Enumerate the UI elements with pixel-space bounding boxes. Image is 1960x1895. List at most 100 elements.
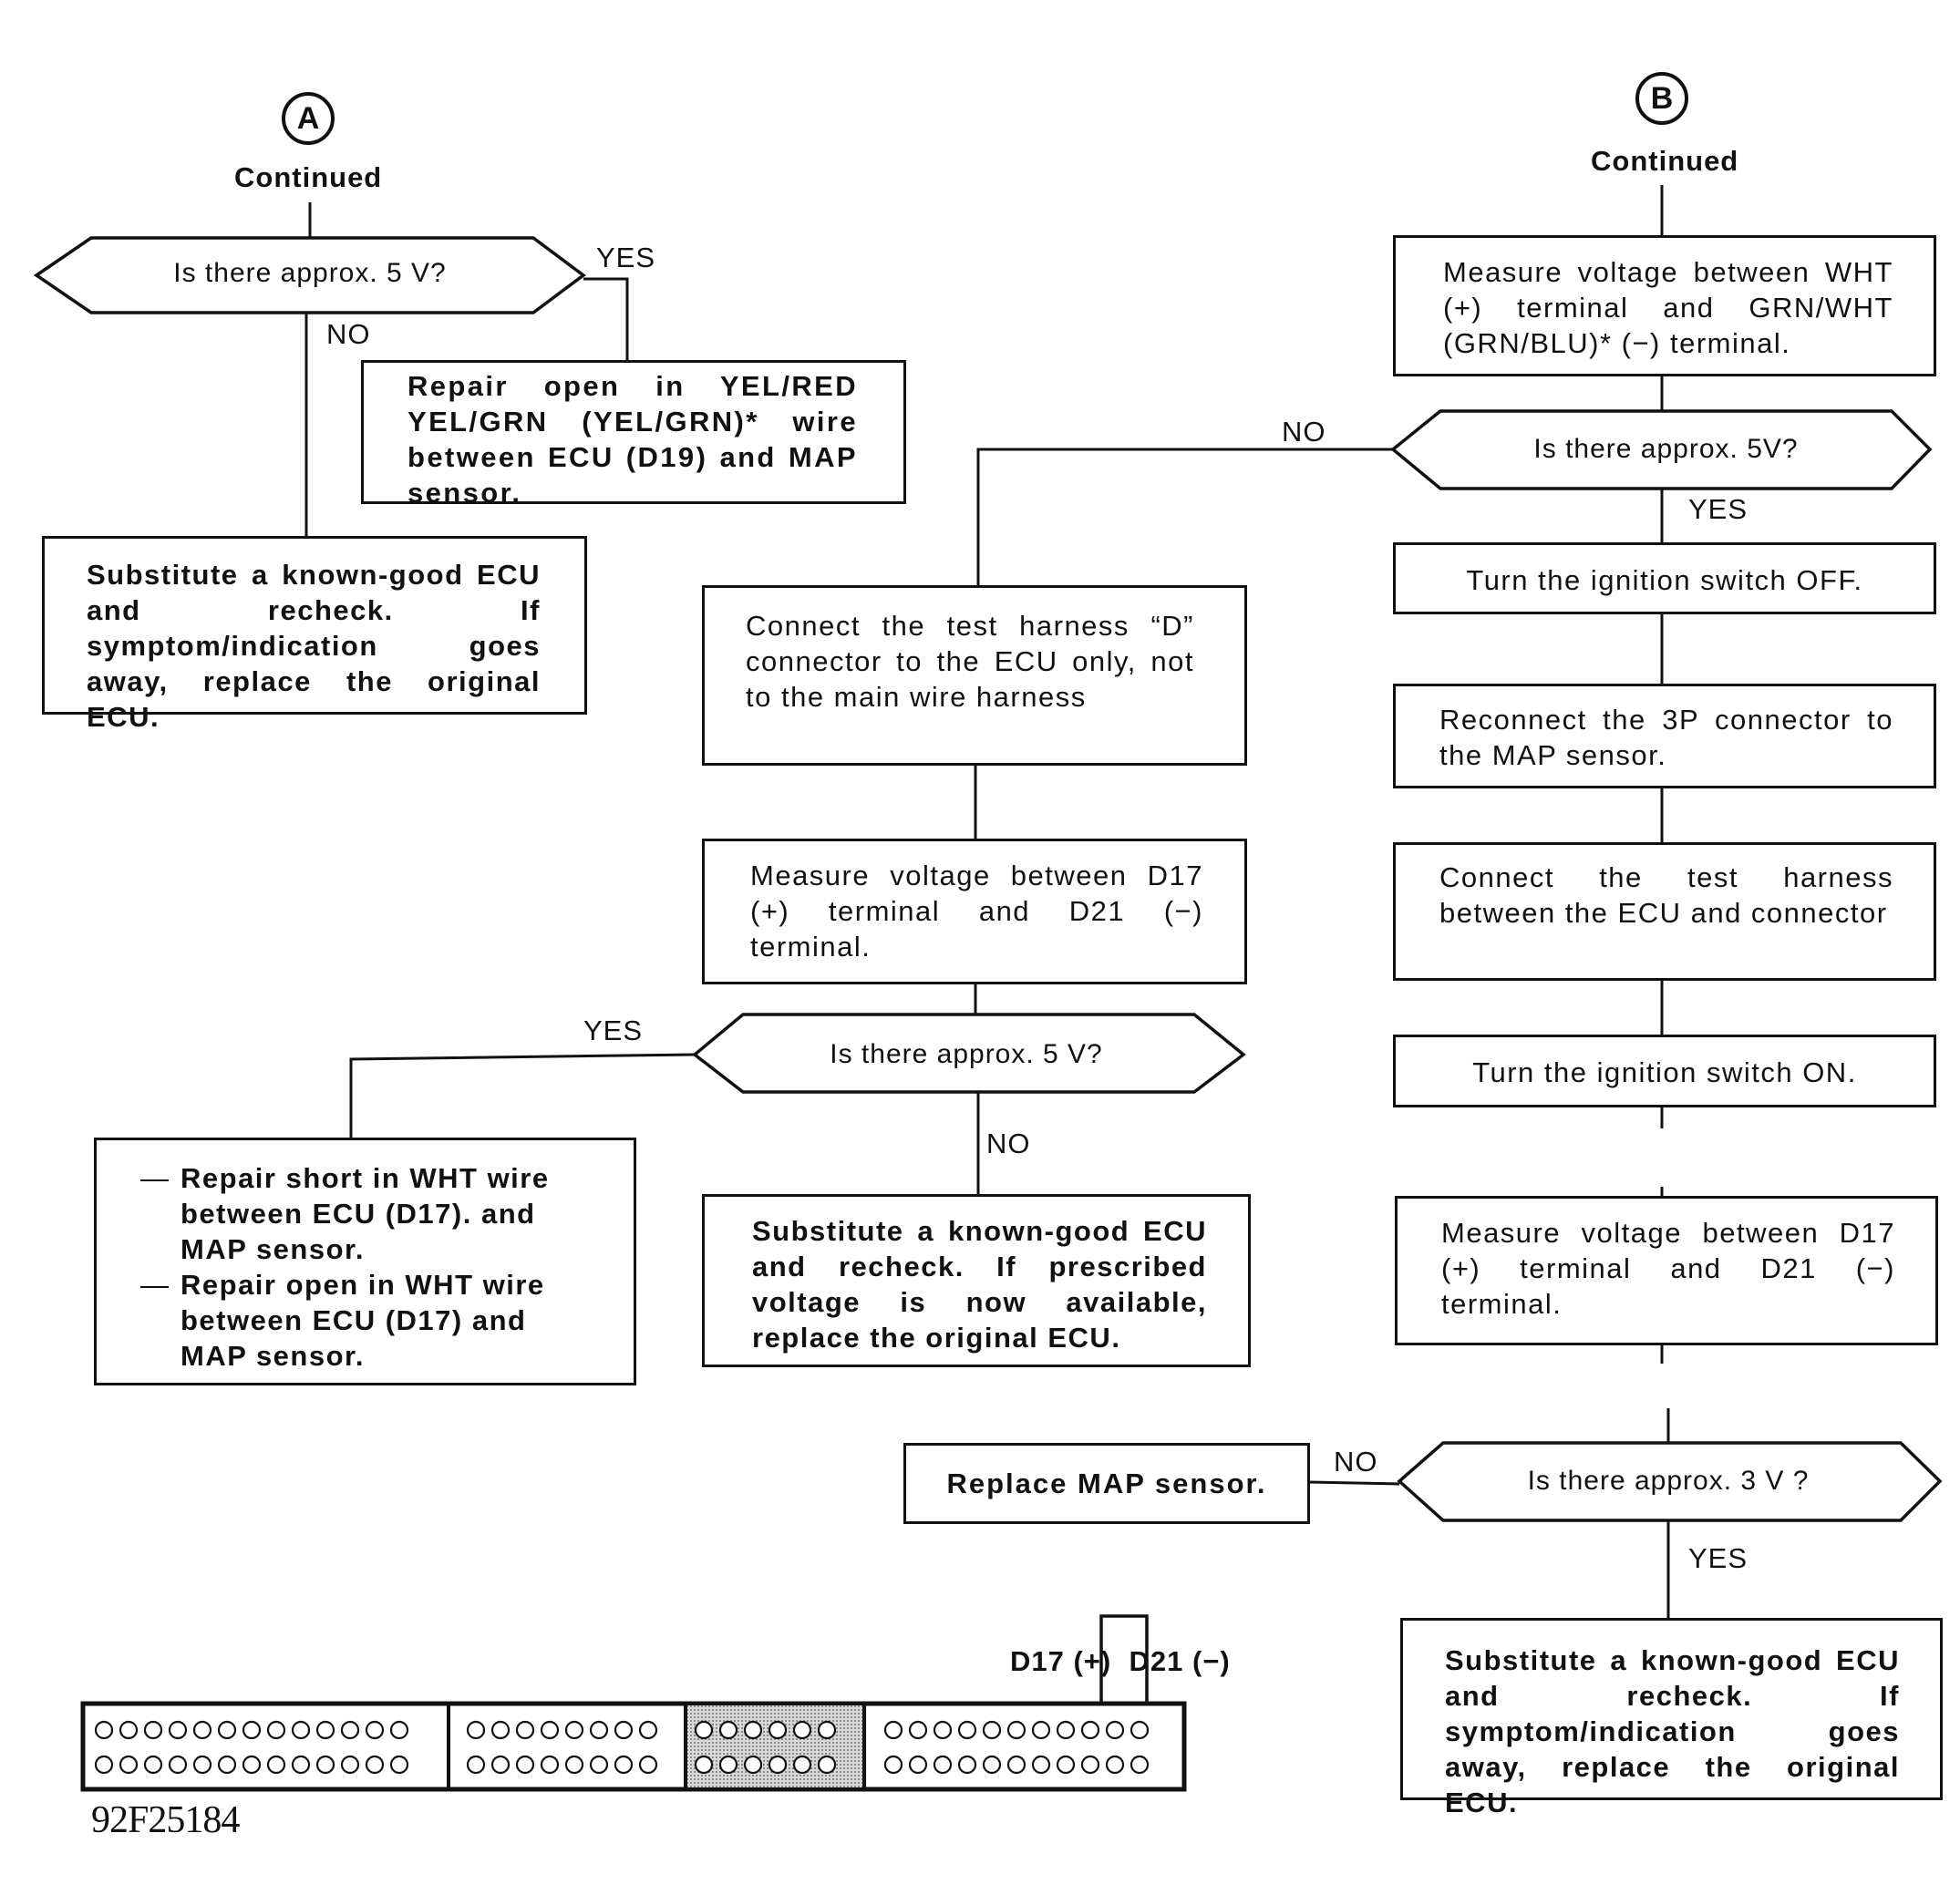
connector-outline [80, 1701, 1187, 1792]
connector-pin [718, 1720, 738, 1740]
connector-pin [515, 1755, 535, 1775]
connector-pin [743, 1755, 763, 1775]
connector-pin [817, 1720, 837, 1740]
connector-pin [908, 1755, 928, 1775]
marker-a-letter: A [296, 101, 320, 136]
connector-pin [792, 1720, 812, 1740]
connector-pin [638, 1720, 658, 1740]
connector-pin [94, 1720, 114, 1740]
connector-pin [168, 1755, 188, 1775]
measure-voltage-wht-text: Measure voltage between WHT (+) terminal… [1443, 256, 1893, 359]
repair-short-wht-item: Repair short in WHT wire between ECU (D1… [140, 1160, 588, 1267]
substitute-ecu-a-text: Substitute a known-good ECU and recheck.… [87, 559, 541, 733]
probe-terminal-label: D17 (+) D21 (−) [1010, 1645, 1231, 1677]
decision-b-5v-yes-label: YES [1688, 493, 1749, 525]
measure-voltage-d17-d21-middle-box: Measure voltage between D17 (+) terminal… [702, 839, 1247, 984]
decision-middle-text: Is there approx. 5 V? [830, 1039, 1103, 1069]
connector-pin [1080, 1755, 1100, 1775]
connector-pin [1056, 1755, 1076, 1775]
reconnect-3p-box: Reconnect the 3P connector to the MAP se… [1393, 684, 1936, 788]
connector-pin [933, 1720, 953, 1740]
substitute-ecu-middle-box: Substitute a known-good ECU and recheck.… [702, 1194, 1251, 1367]
marker-b-letter: B [1650, 81, 1674, 116]
substitute-ecu-middle-text: Substitute a known-good ECU and recheck.… [752, 1215, 1207, 1354]
connector-pin [1080, 1720, 1100, 1740]
connector-pin [515, 1720, 535, 1740]
repair-open-wht-item: Repair open in WHT wire between ECU (D17… [140, 1267, 588, 1374]
connector-pin [1130, 1755, 1150, 1775]
connector-pin [490, 1720, 511, 1740]
connector-pin [1130, 1720, 1150, 1740]
connect-test-harness-d-text: Connect the test harness “D” connector t… [746, 610, 1194, 713]
connector-pin [1006, 1720, 1026, 1740]
connector-pin [94, 1755, 114, 1775]
connector-pin [192, 1755, 212, 1775]
substitute-ecu-b-text: Substitute a known-good ECU and recheck.… [1445, 1644, 1900, 1818]
reconnect-3p-text: Reconnect the 3P connector to the MAP se… [1439, 704, 1893, 771]
connector-pin [168, 1720, 188, 1740]
connector-pin [957, 1755, 977, 1775]
decision-b-no-label: NO [1282, 416, 1326, 448]
connector-pin [242, 1720, 262, 1740]
connector-pin [1031, 1755, 1051, 1775]
decision-b-3v-yes-label: YES [1688, 1542, 1749, 1574]
connector-pin [614, 1755, 634, 1775]
decision-diamond-a [33, 236, 586, 314]
connector-pin [291, 1755, 311, 1775]
connector-pin [242, 1755, 262, 1775]
connector-shaded-section [686, 1705, 864, 1787]
connector-pin [365, 1720, 385, 1740]
connector-pin [883, 1755, 903, 1775]
connector-pin [694, 1755, 714, 1775]
connector-pin [143, 1720, 163, 1740]
connector-pin [1006, 1755, 1026, 1775]
decision-middle-yes-label: YES [583, 1014, 644, 1046]
measure-voltage-d17-d21-middle-text: Measure voltage between D17 (+) terminal… [750, 860, 1203, 963]
repair-open-yel-red-box: Repair open in YEL/RED YEL/GRN (YEL/GRN)… [361, 360, 906, 509]
connector-pin [694, 1720, 714, 1740]
figure-reference: 92F25184 [91, 1799, 240, 1841]
connector-pin [589, 1755, 609, 1775]
connector-pin [217, 1755, 237, 1775]
connector-pin [340, 1755, 360, 1775]
connector-pin [192, 1720, 212, 1740]
ignition-off-text: Turn the ignition switch OFF. [1466, 564, 1863, 596]
connector-pin [143, 1755, 163, 1775]
connector-pin [933, 1755, 953, 1775]
connector-pin [266, 1755, 286, 1775]
substitute-ecu-b-box: Substitute a known-good ECU and recheck.… [1400, 1618, 1943, 1818]
decision-a-no-label: NO [326, 318, 371, 350]
substitute-ecu-a-box: Substitute a known-good ECU and recheck.… [42, 536, 587, 733]
connector-pin [982, 1755, 1002, 1775]
connector-pin [743, 1720, 763, 1740]
connector-pin [340, 1720, 360, 1740]
connector-pin [564, 1720, 584, 1740]
replace-map-sensor-box: Replace MAP sensor. [903, 1443, 1310, 1524]
connector-pin [982, 1720, 1002, 1740]
connect-test-harness-text: Connect the test harness between the ECU… [1439, 861, 1893, 929]
connector-pin [589, 1720, 609, 1740]
connector-pin [1105, 1755, 1125, 1775]
continued-a-label: Continued [234, 161, 383, 193]
connector-pin [957, 1720, 977, 1740]
ignition-off-box: Turn the ignition switch OFF. [1393, 542, 1936, 614]
decision-diamond-b-5v [1390, 409, 1933, 490]
connector-pin [119, 1720, 139, 1740]
decision-a-text: Is there approx. 5 V? [173, 258, 447, 288]
marker-a-circle: A [282, 92, 335, 145]
connector-pin [792, 1755, 812, 1775]
connector-pin [315, 1720, 335, 1740]
connector-pin [466, 1720, 486, 1740]
decision-b-3v-no-label: NO [1334, 1446, 1378, 1478]
repair-wht-wire-box: Repair short in WHT wire between ECU (D1… [94, 1138, 636, 1385]
marker-b-circle: B [1635, 72, 1688, 125]
connector-pin [638, 1755, 658, 1775]
connector-pin [817, 1755, 837, 1775]
ecu-d-connector [80, 1701, 1187, 1792]
connector-pin [266, 1720, 286, 1740]
connect-test-harness-d-box: Connect the test harness “D” connector t… [702, 585, 1247, 766]
connector-pin [315, 1755, 335, 1775]
connector-pin [768, 1755, 788, 1775]
